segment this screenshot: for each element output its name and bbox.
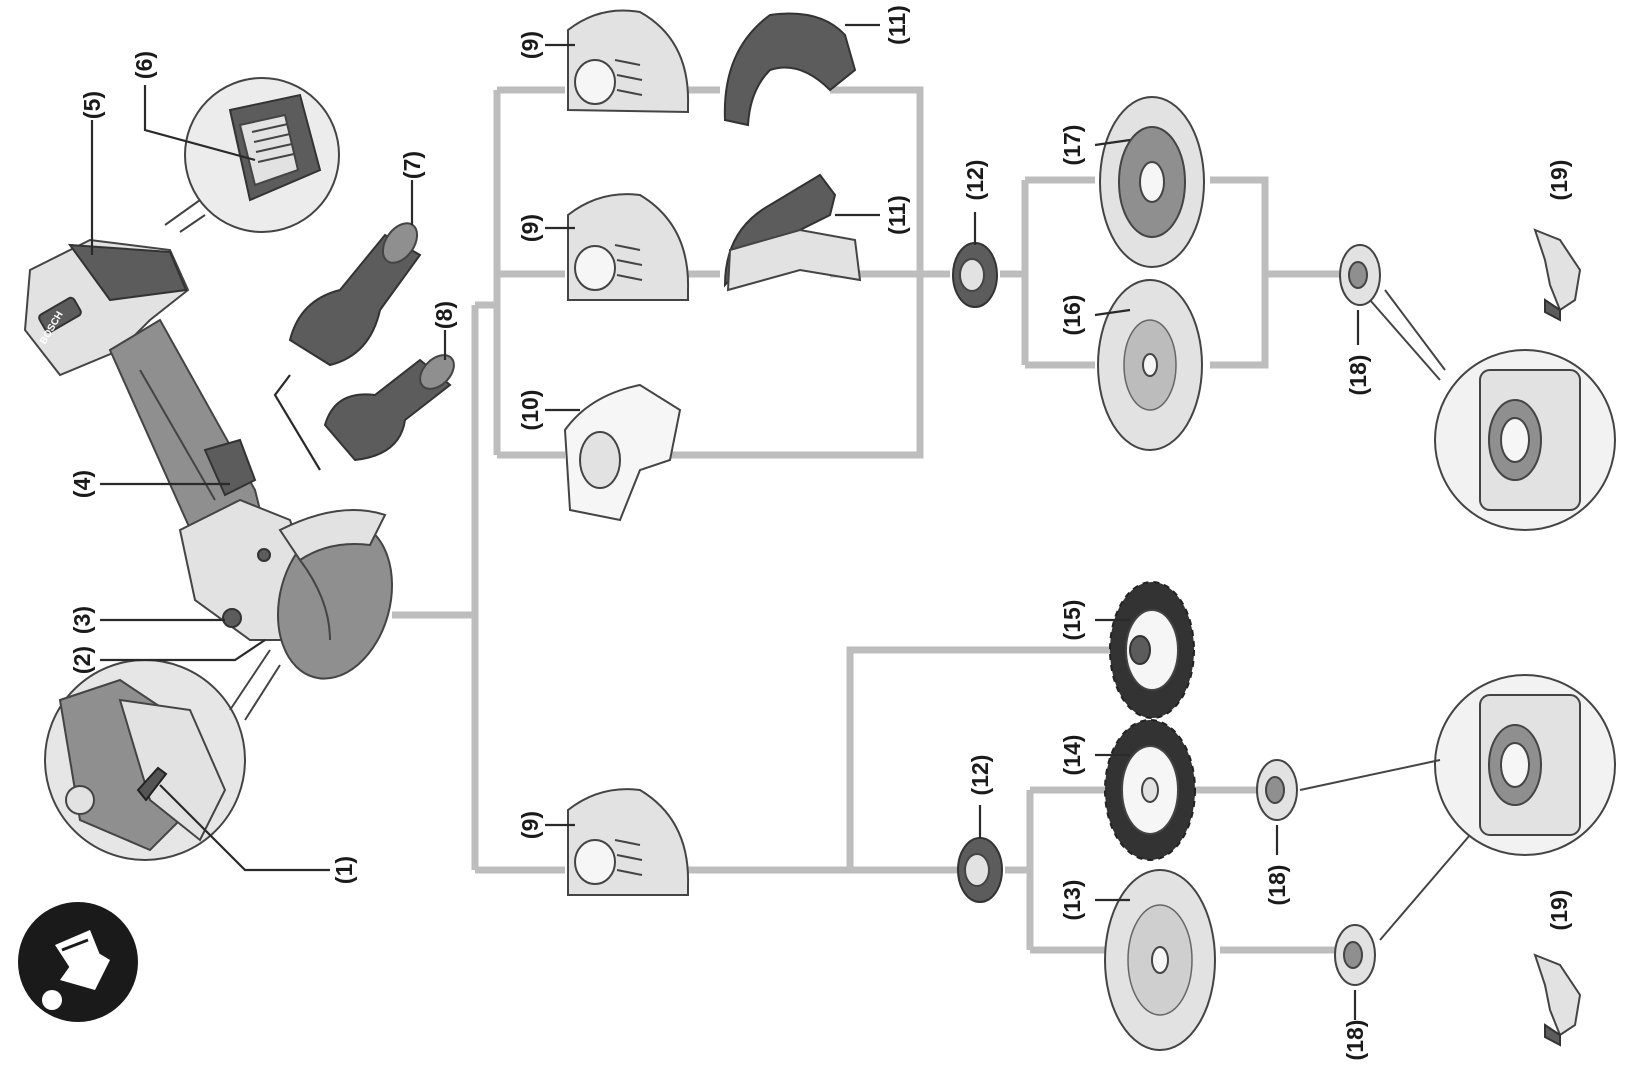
diamond-cutting-disc-17 <box>1099 96 1205 268</box>
clamping-nut-18-middle <box>1256 759 1298 821</box>
clamping-nut-18-bottom <box>1334 924 1376 986</box>
label-17: (17) <box>1059 125 1085 166</box>
label-1: (1) <box>331 856 357 884</box>
mounting-flange-12-top <box>952 242 998 308</box>
label-2: (2) <box>69 646 95 674</box>
label-18-top: (18) <box>1345 355 1371 396</box>
wire-brush-14 <box>1104 719 1196 861</box>
cutting-guard-11-middle <box>723 173 862 292</box>
mounted-guard <box>278 509 387 562</box>
label-16: (16) <box>1059 295 1085 336</box>
label-10: (10) <box>517 390 543 431</box>
label-12-bottom: (12) <box>967 755 993 796</box>
label-19-bottom: (19) <box>1546 890 1572 931</box>
label-14: (14) <box>1059 735 1085 776</box>
angle-grinder: BOSCH <box>23 238 394 680</box>
protective-guard-9-middle <box>567 193 690 301</box>
label-8: (8) <box>431 301 457 329</box>
label-4: (4) <box>69 470 95 498</box>
clamping-nut-18-top <box>1339 244 1381 306</box>
label-11-top: (11) <box>884 5 910 45</box>
detail-magnifier-nut-top <box>1369 289 1616 531</box>
auxiliary-handle-8 <box>323 354 455 462</box>
cup-brush-15 <box>1109 581 1195 719</box>
two-pin-spanner-19-bottom <box>1533 953 1582 1047</box>
two-pin-spanner-19-top <box>1533 228 1582 322</box>
label-3: (3) <box>69 606 95 634</box>
label-9-bottom: (9) <box>517 811 543 839</box>
cutting-guard-11-top <box>723 12 857 127</box>
detail-magnifier-gearhead <box>44 649 281 861</box>
protective-guard-10 <box>563 383 682 522</box>
label-11-middle: (11) <box>884 195 910 235</box>
label-18-middle: (18) <box>1264 865 1290 906</box>
label-18-bottom: (18) <box>1342 1020 1368 1061</box>
label-6: (6) <box>131 51 157 79</box>
detail-magnifier-nut-bottom <box>1299 674 1616 941</box>
label-12-top: (12) <box>962 160 988 201</box>
read-manual-icon <box>18 902 138 1022</box>
mounting-flange-12-bottom <box>957 837 1003 903</box>
cutting-disc-16 <box>1097 279 1203 451</box>
label-5: (5) <box>79 91 105 119</box>
part-labels: (1) (2) (3) (4) (5) (6) (7) (8) (9) (9) … <box>69 5 1572 1060</box>
grinding-disc-13 <box>1104 869 1216 1051</box>
label-13: (13) <box>1059 880 1085 921</box>
protective-guard-9-top <box>567 9 690 114</box>
detail-magnifier-battery <box>164 77 340 233</box>
protective-guard-9-bottom <box>567 788 690 896</box>
label-9-top: (9) <box>517 31 543 59</box>
label-15: (15) <box>1059 600 1085 641</box>
leader-lines <box>90 23 1360 1020</box>
label-19-top: (19) <box>1546 160 1572 201</box>
label-7: (7) <box>399 151 425 179</box>
label-9-middle: (9) <box>517 214 543 242</box>
auxiliary-handle-7 <box>288 222 422 367</box>
spindle-lock-button <box>222 608 242 628</box>
